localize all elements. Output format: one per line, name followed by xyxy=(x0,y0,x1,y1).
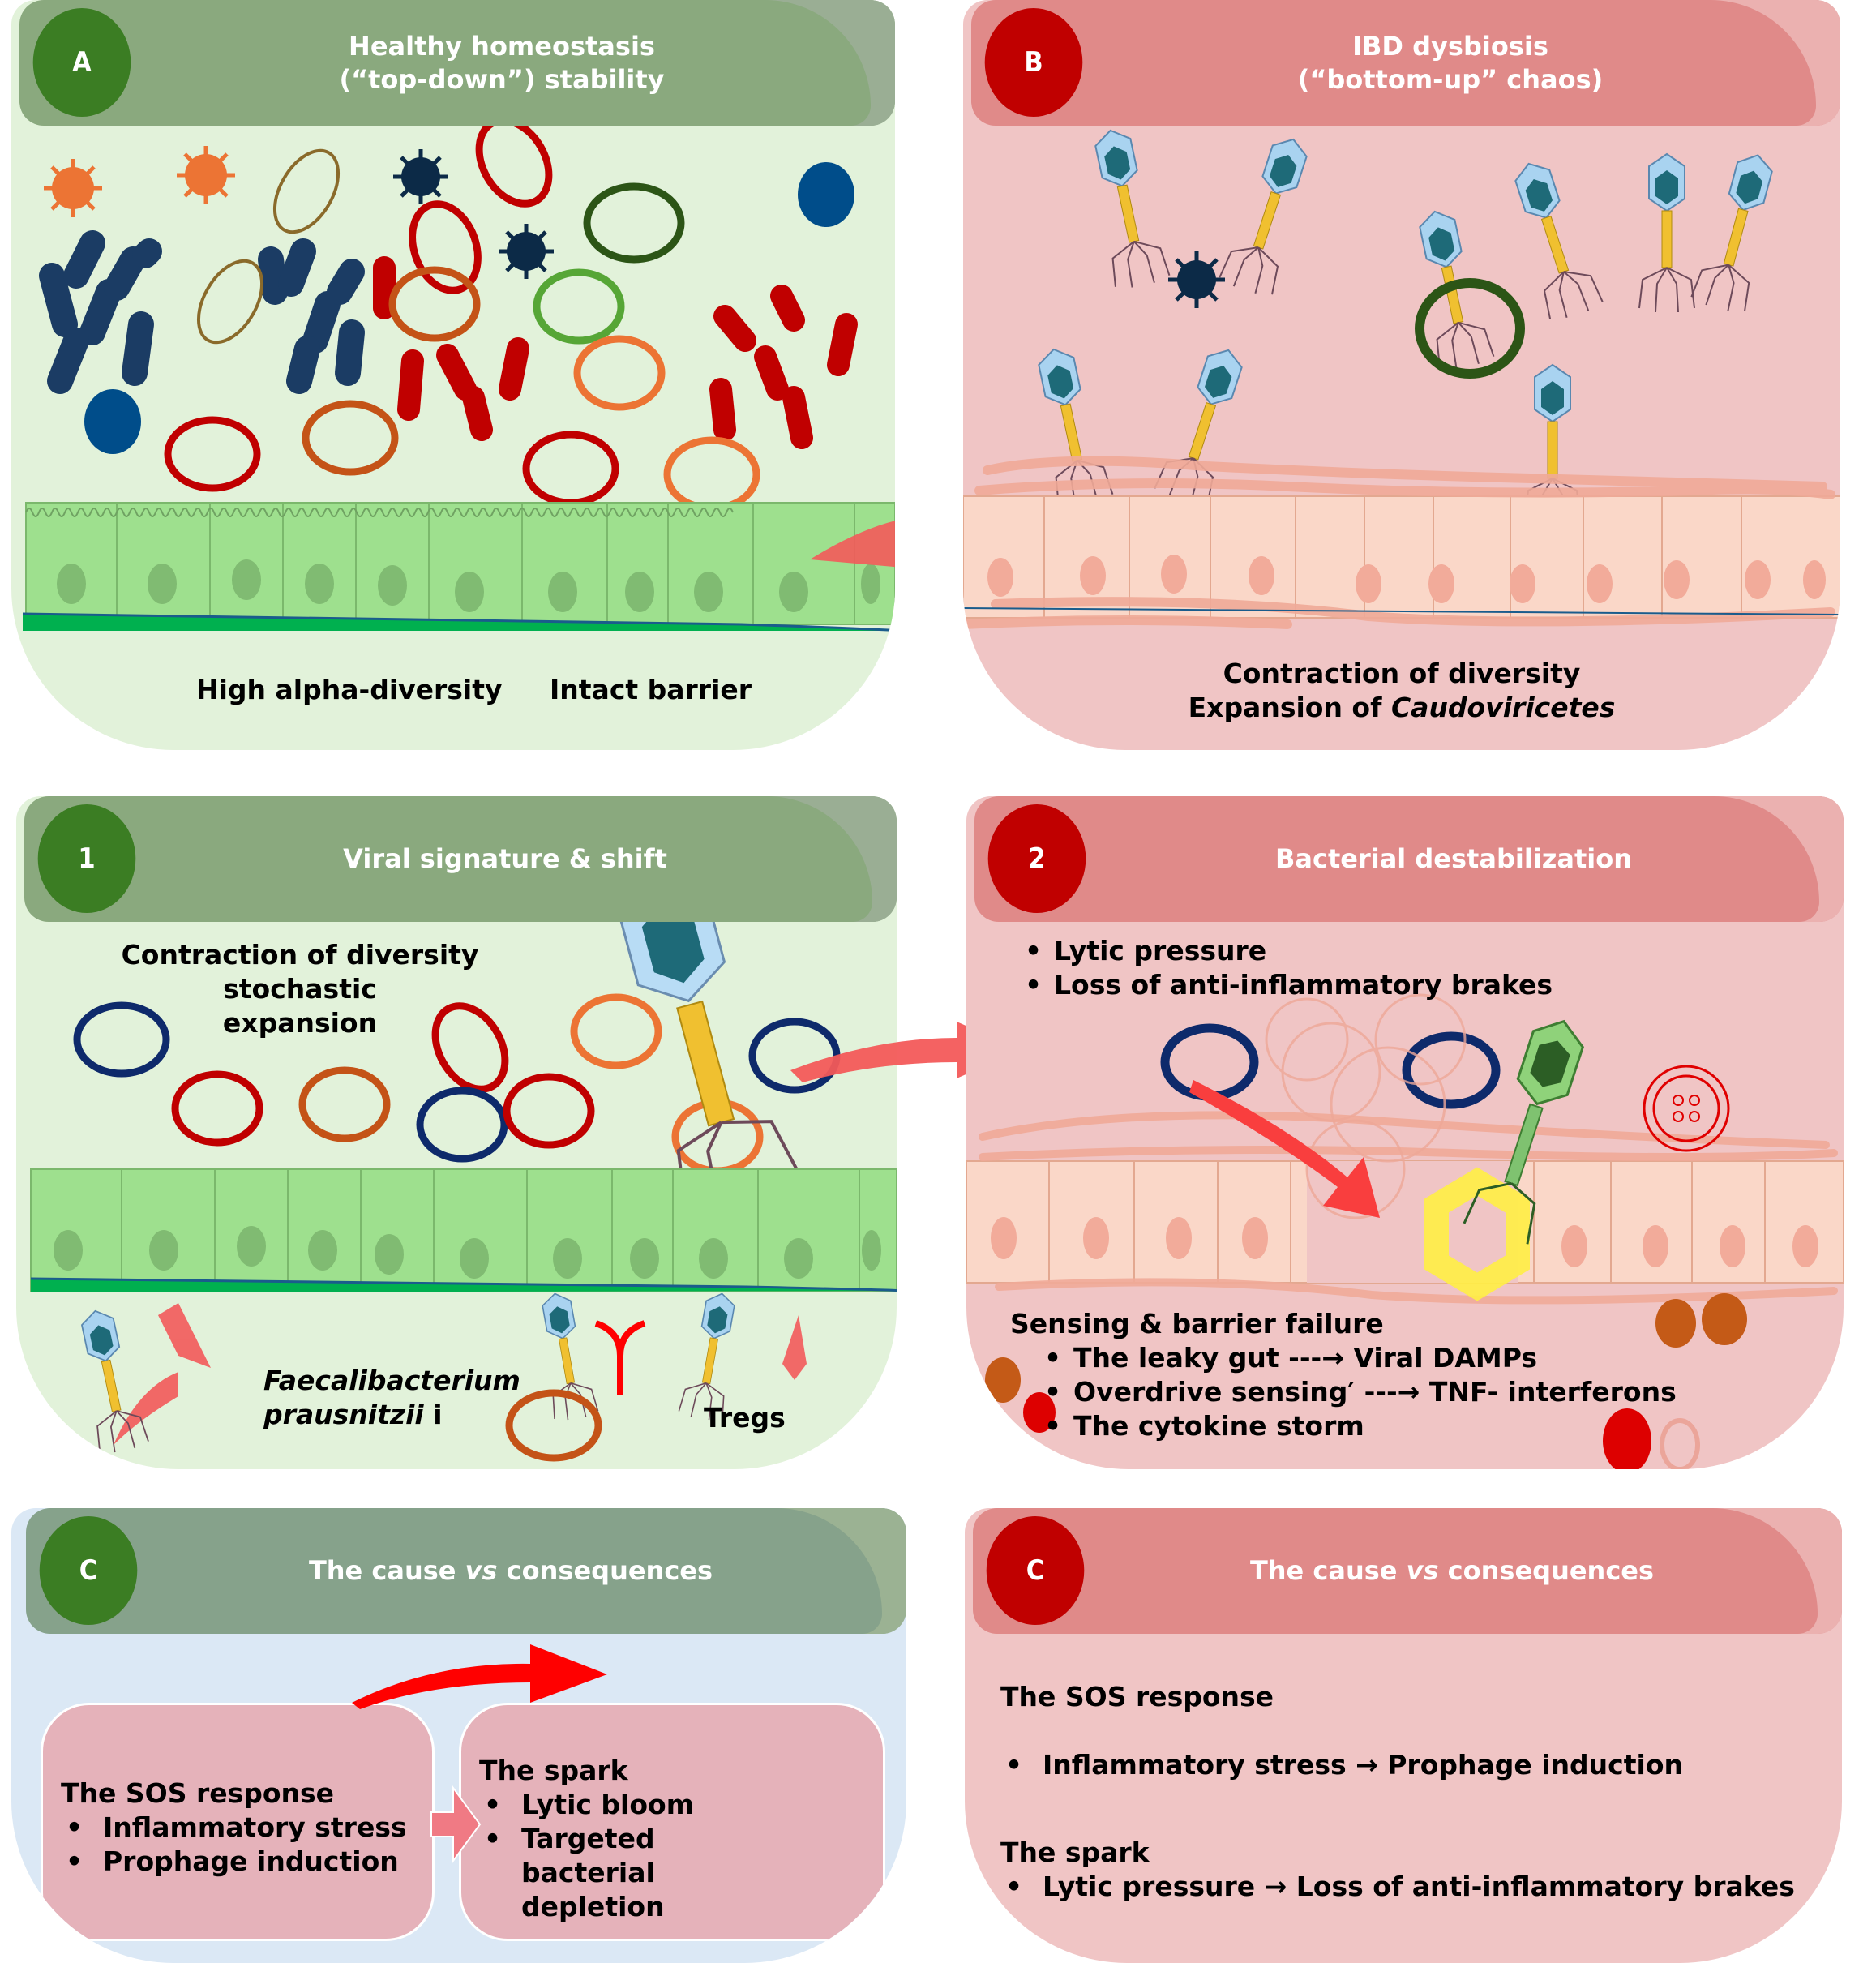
sensing-list: The leaky gut ---→ Viral DAMPs Overdrive… xyxy=(1039,1341,1677,1443)
spark-item: Lytic pressure → Loss of anti-inflammato… xyxy=(1000,1870,1795,1904)
panel-c-right-title: The cause vs consequences xyxy=(1249,1555,1655,1586)
virus-icon xyxy=(1168,251,1225,308)
healthy-microbiota-illustration xyxy=(22,117,895,632)
spiky-bacteria-icon xyxy=(1415,278,1525,379)
barrier-failure-illustration xyxy=(966,993,1844,1469)
sos-response-box: The SOS response Inflammatory stress Pro… xyxy=(41,1703,435,1941)
bifurcation-arrow-icon xyxy=(594,1320,646,1395)
bacteriophage-icon xyxy=(1217,130,1321,299)
sensing-item: The cytokine storm xyxy=(1039,1409,1677,1443)
intact-epithelium xyxy=(22,502,895,632)
green-bacteriophage-icon xyxy=(1463,1019,1584,1245)
panel-c-right-header: C The cause vs consequences xyxy=(973,1508,1842,1634)
sos-response-title: The SOS response xyxy=(1000,1681,1274,1712)
spark-item: Targeted bacterial depletion xyxy=(479,1822,771,1924)
cocci-cluster-icon xyxy=(84,162,854,454)
epithelium xyxy=(30,1168,897,1292)
bacteriophage-icon xyxy=(1082,123,1171,292)
panel-a-badge: A xyxy=(32,8,131,117)
spark-box: The spark Lytic bloom Targeted bacterial… xyxy=(459,1703,885,1941)
panel-2-header: 2 Bacterial destabilization xyxy=(974,796,1844,922)
sensing-item: Overdrive sensing′ ---→ TNF- interferons xyxy=(1039,1375,1677,1409)
panel-1-subtitle: Contraction of diversity stochastic expa… xyxy=(121,939,479,1039)
viral-shift-illustration xyxy=(30,870,897,1462)
panel-c-left-header: C The cause vs consequences xyxy=(26,1508,906,1634)
bullet-item: Loss of anti-inflammatory brakes xyxy=(1020,968,1553,1002)
panel-2-badge: 2 xyxy=(987,804,1086,913)
label-faecalibacterium: Faecalibacterium prausnitzii i xyxy=(263,1365,520,1430)
spark-list: Lytic pressure → Loss of anti-inflammato… xyxy=(1000,1870,1795,1904)
curved-red-arrow xyxy=(352,1644,607,1709)
virus-icon xyxy=(499,224,554,279)
sos-item: Inflammatory stress xyxy=(61,1811,407,1845)
button-icon xyxy=(1643,1065,1730,1152)
label-high-alpha-diversity: High alpha-diversity xyxy=(196,674,503,705)
sensing-item: The leaky gut ---→ Viral DAMPs xyxy=(1039,1341,1677,1375)
damaged-epithelium xyxy=(963,456,1840,629)
bacteriophage-icon xyxy=(1501,154,1605,324)
label-intact-barrier: Intact barrier xyxy=(550,674,752,705)
spiky-bacteria-group xyxy=(164,117,760,512)
virus-icon xyxy=(393,149,448,204)
panel-c-right-badge: C xyxy=(986,1516,1085,1625)
spark-title: The spark xyxy=(1000,1837,1150,1868)
panel-b-title: IBD dysbiosis (“bottom-up” chaos) xyxy=(1297,30,1604,95)
spark-item: Lytic bloom xyxy=(479,1788,771,1822)
spiky-bacteria-icon xyxy=(505,1389,602,1462)
panel-1-viral-signature: 1 Viral signature & shift Contraction of… xyxy=(16,796,897,1469)
virus-icon xyxy=(177,146,235,204)
bullet-item: Lytic pressure xyxy=(1020,934,1553,968)
virus-icon xyxy=(44,159,102,217)
transition-arrow-a-to-b xyxy=(810,521,895,568)
panel-1-title: Viral signature & shift xyxy=(343,843,667,874)
panel-a-header: A Healthy homeostasis (“top-down”) stabi… xyxy=(19,0,895,126)
dysbiosis-illustration xyxy=(963,123,1840,629)
bacteriophage-icon xyxy=(70,1305,150,1456)
sos-response-list: Inflammatory stress → Prophage induction xyxy=(1000,1748,1683,1782)
panel-c-left-badge: C xyxy=(39,1516,138,1625)
damage-arrow xyxy=(1189,1080,1380,1218)
panel-2-title: Bacterial destabilization xyxy=(1274,843,1632,874)
panel-b-header: B IBD dysbiosis (“bottom-up” chaos) xyxy=(971,0,1840,126)
panel-c-cause-vs-consequences-left: C The cause vs consequences The SOS resp… xyxy=(11,1508,906,1963)
panel-b-badge: B xyxy=(984,8,1083,117)
panel-1-header: 1 Viral signature & shift xyxy=(24,796,897,922)
sos-item: Inflammatory stress → Prophage induction xyxy=(1000,1748,1683,1782)
panel-2-bullet-list: Lytic pressure Loss of anti-inflammatory… xyxy=(1020,934,1553,1002)
damaged-cell-hexagon xyxy=(1424,1167,1530,1301)
panel-1-badge: 1 xyxy=(37,804,136,913)
sos-response-title: The SOS response xyxy=(61,1777,335,1809)
panel-c-cause-vs-consequences-right: C The cause vs consequences The SOS resp… xyxy=(965,1508,1842,1963)
label-tregs: Tregs xyxy=(704,1402,786,1434)
panel-b-ibd-dysbiosis: B IBD dysbiosis (“bottom-up” chaos) Cont… xyxy=(963,0,1840,750)
spark-title: The spark xyxy=(479,1755,628,1786)
rod-bacteria-group xyxy=(373,256,858,449)
damaged-epithelium xyxy=(966,993,1844,1305)
bacteriophage-icon xyxy=(1690,147,1786,316)
panel-b-caption: Contraction of diversity Expansion of Ca… xyxy=(1188,658,1616,723)
sensing-title: Sensing & barrier failure xyxy=(1010,1308,1384,1339)
rod-bacteria-group xyxy=(39,230,365,394)
panel-c-left-title: The cause vs consequences xyxy=(308,1555,713,1586)
bacteriophage-icon xyxy=(1638,153,1695,313)
sos-item: Prophage induction xyxy=(61,1845,407,1879)
panel-a-healthy-homeostasis: A Healthy homeostasis (“top-down”) stabi… xyxy=(11,0,895,750)
panel-2-bacterial-destabilization: 2 Bacterial destabilization Lytic pressu… xyxy=(966,796,1844,1469)
panel-a-title: Healthy homeostasis (“top-down”) stabili… xyxy=(339,30,665,95)
